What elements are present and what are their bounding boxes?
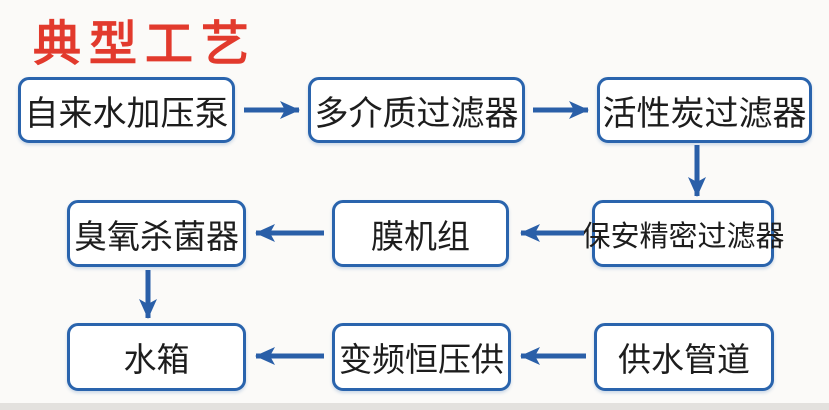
node-multi-media-filter: 多介质过滤器 (308, 77, 525, 143)
bottom-edge-strip (0, 403, 829, 410)
node-membrane-unit: 膜机组 (332, 200, 509, 267)
node-activated-carbon-filter: 活性炭过滤器 (597, 77, 812, 143)
node-water-supply-pipeline: 供水管道 (594, 323, 774, 391)
node-vfd-constant-pressure: 变频恒压供 (332, 323, 511, 391)
node-tap-water-pump: 自来水加压泵 (18, 77, 235, 143)
page-title: 典型工艺 (33, 18, 258, 71)
node-security-precision-filter: 保安精密过滤器 (582, 200, 785, 267)
node-ozone-sterilizer: 臭氧杀菌器 (67, 200, 246, 267)
node-water-tank: 水箱 (67, 323, 246, 391)
